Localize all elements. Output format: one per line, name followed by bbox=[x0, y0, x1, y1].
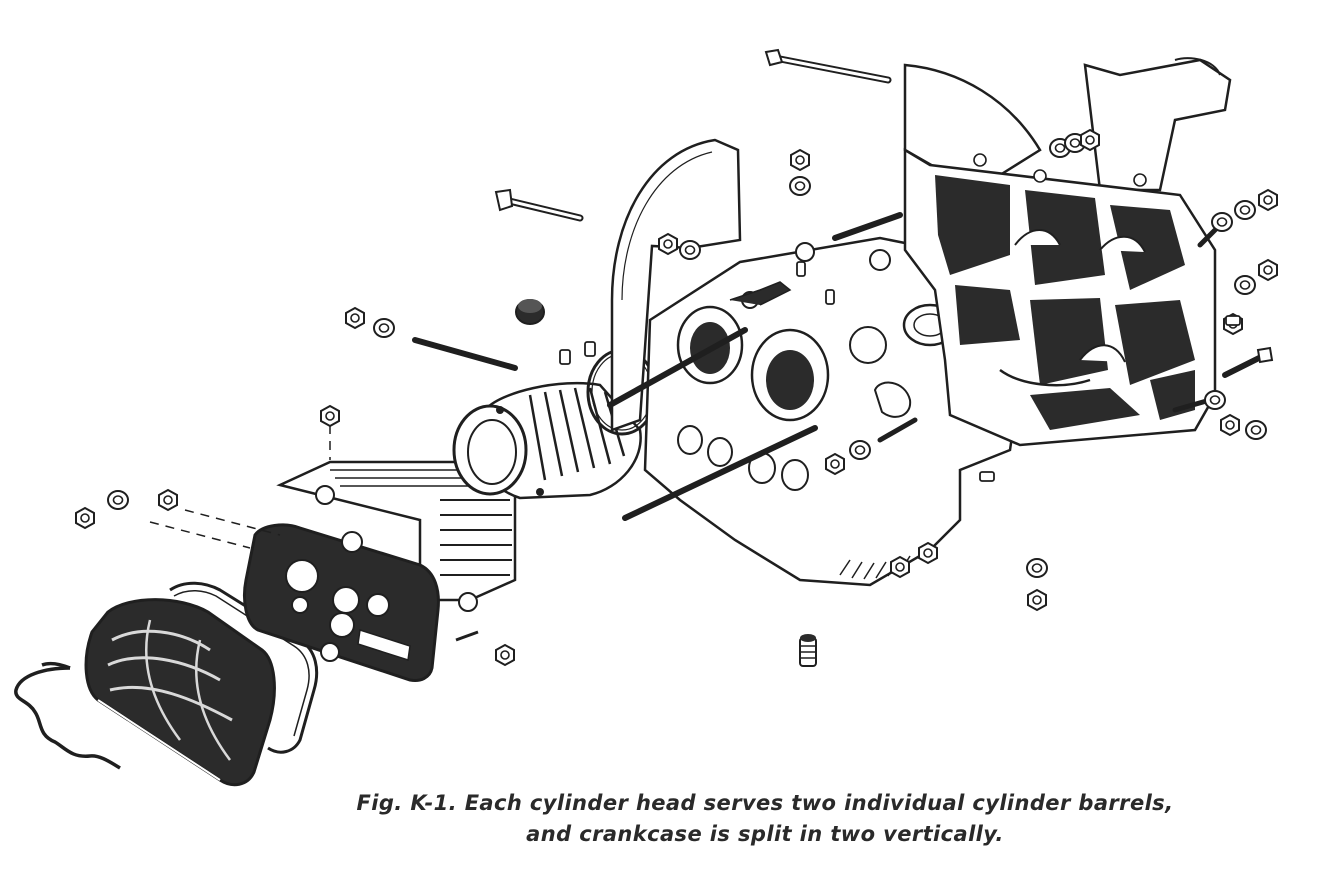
alignment-lines bbox=[149, 425, 331, 549]
sealing-plug bbox=[515, 299, 545, 325]
caption-line-2: and crankcase is split in two vertically… bbox=[526, 822, 1004, 846]
valve-cover bbox=[84, 598, 276, 787]
dowel-pins bbox=[559, 261, 1241, 482]
oil-drain-plug bbox=[799, 634, 817, 667]
crankcase-right-half bbox=[903, 57, 1232, 447]
cylinder-barrel bbox=[452, 381, 642, 500]
valve-cover-gasket bbox=[169, 581, 319, 754]
crankcase-left-half bbox=[610, 138, 1022, 587]
cylinder-head bbox=[243, 460, 517, 682]
caption-line-1: Fig. K-1. Each cylinder head serves two … bbox=[356, 791, 1174, 815]
figure-caption: Fig. K-1. Each cylinder head serves two … bbox=[330, 788, 1200, 850]
valve-cover-clip bbox=[14, 661, 121, 770]
